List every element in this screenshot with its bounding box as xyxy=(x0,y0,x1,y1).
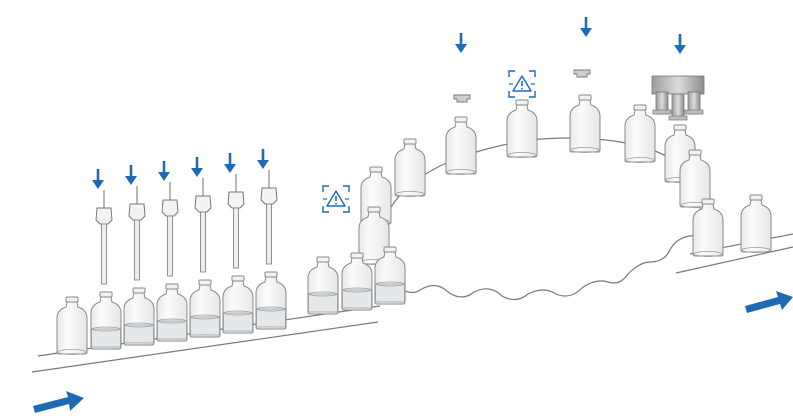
filling-arrows xyxy=(90,147,271,191)
filling-nozzle xyxy=(128,185,146,281)
flow-direction-arrow-icon xyxy=(745,291,793,313)
down-arrow-icon xyxy=(189,155,205,179)
transfer-vial xyxy=(307,256,339,315)
rotary-vial xyxy=(624,104,656,163)
stoppering-station xyxy=(453,15,705,121)
empty-vial xyxy=(56,296,88,355)
filling-vial xyxy=(189,279,221,338)
rotary-vial xyxy=(445,116,477,175)
transfer-bottles xyxy=(307,246,406,315)
down-arrow-icon xyxy=(453,31,469,55)
filling-nozzle xyxy=(161,181,179,277)
filling-vial xyxy=(255,271,287,330)
capping-heads xyxy=(651,75,705,121)
filling-nozzles xyxy=(95,169,278,285)
filling-nozzle xyxy=(95,189,113,285)
flow-direction-arrow-icon xyxy=(33,391,84,413)
filling-vial xyxy=(123,287,155,346)
filling-nozzle xyxy=(227,173,245,269)
filling-nozzle xyxy=(194,177,212,273)
down-arrow-icon xyxy=(222,151,238,175)
filling-vial xyxy=(90,291,122,350)
down-arrow-icon xyxy=(90,167,106,191)
filling-station xyxy=(56,147,287,355)
rotary-bottles xyxy=(358,94,772,265)
stoppered-vial xyxy=(740,194,772,253)
filling-nozzle xyxy=(260,169,278,265)
down-arrow-icon xyxy=(578,15,594,39)
down-arrow-icon xyxy=(156,159,172,183)
rotary-vial xyxy=(569,94,601,153)
stopper xyxy=(453,94,471,103)
down-arrow-icon xyxy=(672,32,688,56)
warning-scan-icon xyxy=(508,70,536,98)
stopper xyxy=(573,69,591,78)
rotary-vial xyxy=(506,99,538,158)
filling-vial xyxy=(222,275,254,334)
warning-scan-icon xyxy=(322,185,350,213)
filling-vial xyxy=(156,283,188,342)
down-arrow-icon xyxy=(123,163,139,187)
rotary-vial xyxy=(394,138,426,197)
down-arrow-icon xyxy=(255,147,271,171)
